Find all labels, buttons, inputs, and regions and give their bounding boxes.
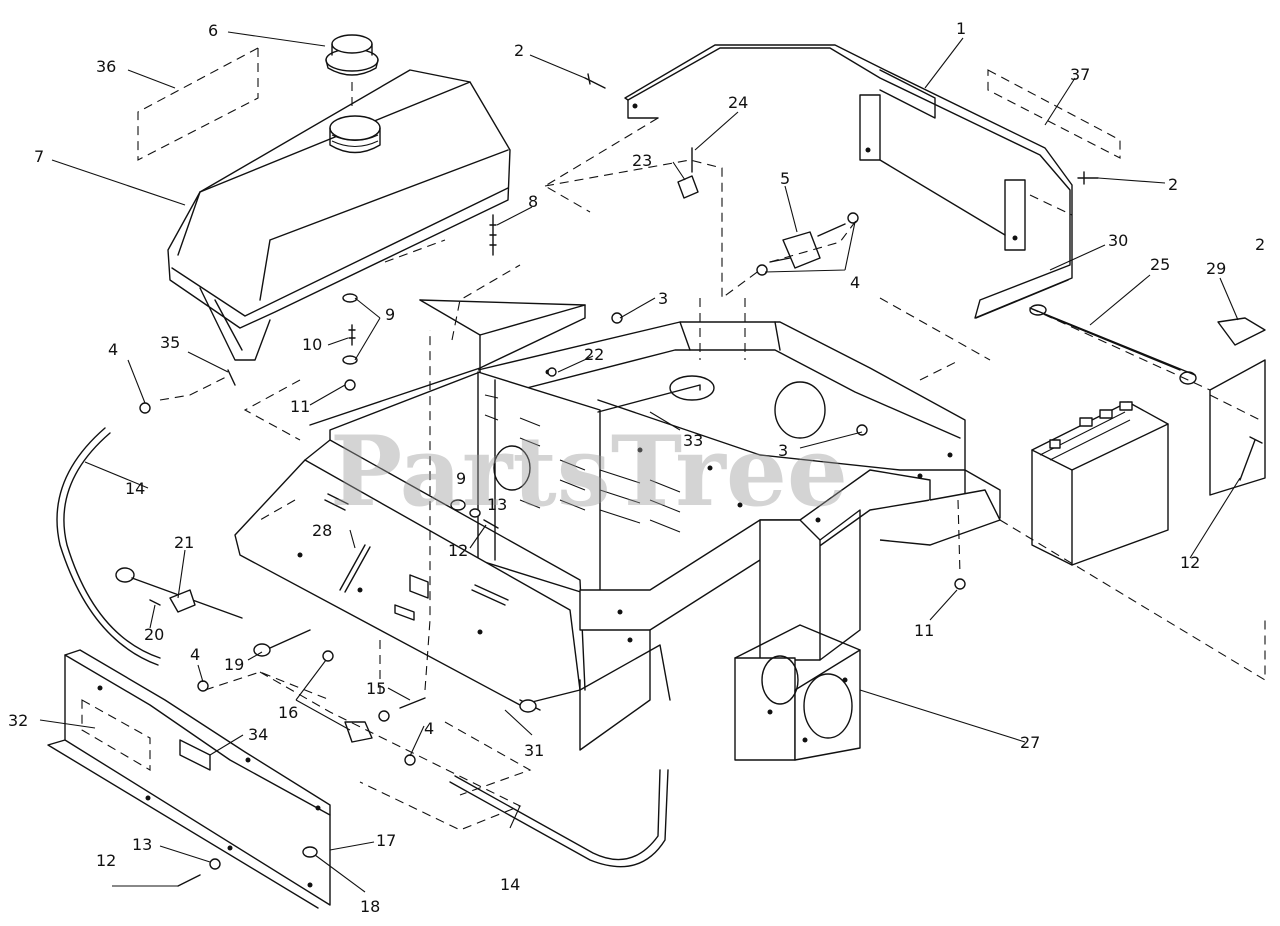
callout-2: 2 [514,41,524,60]
battery[interactable] [1031,401,1169,566]
callout-21: 21 [174,533,194,552]
callout-9: 9 [385,305,395,324]
callout-31: 31 [524,741,544,760]
callout-2: 2 [1168,175,1178,194]
tank-shield-outline [137,47,259,161]
callout-30: 30 [1108,231,1128,250]
callout-12: 12 [448,541,468,560]
callout-20: 20 [144,625,164,644]
callout-35: 35 [160,333,180,352]
callout-7: 7 [34,147,44,166]
callout-6: 6 [208,21,218,40]
callout-17: 17 [376,831,396,850]
callout-24: 24 [728,93,748,112]
callout-34: 34 [248,725,268,744]
callout-18: 18 [360,897,380,916]
callout-33: 33 [683,431,703,450]
bracket-outline-2 [543,117,659,213]
bracket-outline-37 [987,69,1121,159]
battery-hold-down-rod[interactable] [1029,304,1197,385]
callout-28: 28 [312,521,332,540]
battery-tray[interactable] [1209,317,1266,496]
side-panel[interactable] [47,649,331,909]
callout-11: 11 [914,621,934,640]
callout-1: 1 [956,19,966,38]
fuel-cap[interactable] [325,34,379,110]
callout-3: 3 [778,441,788,460]
callout-37: 37 [1070,65,1090,84]
callout-16: 16 [278,703,298,722]
assembly-dash-lines [159,159,1266,831]
hardware [115,73,1263,887]
callout-36: 36 [96,57,116,76]
fuel-tank[interactable] [167,69,511,361]
callout-4: 4 [424,719,434,738]
rear-bracket[interactable] [624,44,1073,319]
rod-outline [879,297,1211,391]
callout-25: 25 [1150,255,1170,274]
callout-4: 4 [190,645,200,664]
callout-12: 12 [1180,553,1200,572]
fuel-line-right[interactable] [449,769,669,868]
callout-5: 5 [780,169,790,188]
watermark: PartsTree [330,415,848,528]
callout-3: 3 [658,289,668,308]
callout-23: 23 [632,151,652,170]
callout-2: 2 [1255,235,1265,254]
callout-15: 15 [366,679,386,698]
callout-13: 13 [132,835,152,854]
callout-32: 32 [8,711,28,730]
callout-12: 12 [96,851,116,870]
frame[interactable] [234,298,1001,761]
callout-9: 9 [456,469,466,488]
fuel-line-left[interactable] [56,427,161,666]
callout-labels: 1 2 2 2 3 3 4 4 4 4 5 6 7 8 9 9 10 11 11… [8,19,1265,916]
callout-leaders [39,31,1241,893]
callout-4: 4 [108,340,118,359]
callout-13: 13 [487,495,507,514]
callout-11: 11 [290,397,310,416]
callout-8: 8 [528,192,538,211]
callout-29: 29 [1206,259,1226,278]
callout-4: 4 [850,273,860,292]
callout-19: 19 [224,655,244,674]
callout-10: 10 [302,335,322,354]
callout-14: 14 [500,875,520,894]
callout-22: 22 [584,345,604,364]
callout-27: 27 [1020,733,1040,752]
callout-14: 14 [125,479,145,498]
